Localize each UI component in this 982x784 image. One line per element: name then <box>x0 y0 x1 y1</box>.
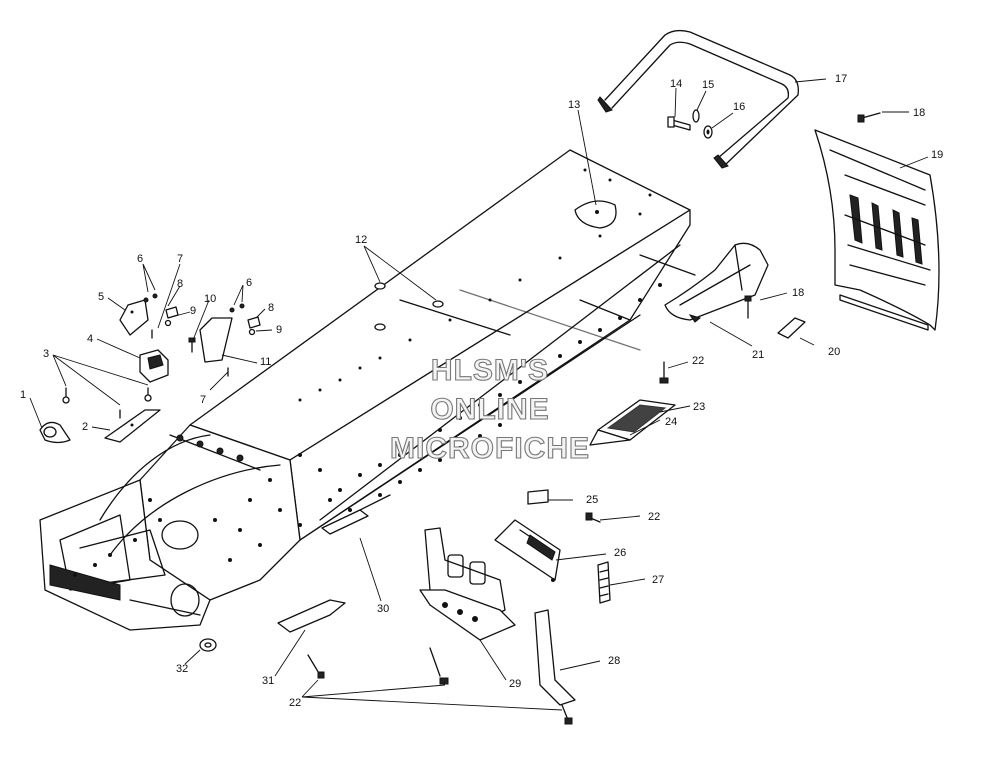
callout-1: 1 <box>20 389 26 401</box>
callout-19: 19 <box>931 149 943 161</box>
callout-22b: 22 <box>648 511 660 523</box>
rear-bumper-17 <box>597 29 799 169</box>
callout-21: 21 <box>752 349 764 361</box>
bracket-2 <box>104 409 161 443</box>
callout-18a: 18 <box>913 107 925 119</box>
nut-16 <box>703 125 713 139</box>
footrest-23-24 <box>589 399 676 446</box>
callout-22a: 22 <box>692 355 704 367</box>
callout-29: 29 <box>509 678 521 690</box>
bushing-32 <box>199 638 217 652</box>
callout-10: 10 <box>204 293 216 305</box>
bolts-22 <box>307 361 669 725</box>
snow-flap-19 <box>814 129 940 331</box>
bolt-10 <box>188 337 196 353</box>
strip-20 <box>777 317 806 339</box>
callout-5: 5 <box>98 291 104 303</box>
callout-12: 12 <box>355 234 367 246</box>
callout-6a: 6 <box>137 253 143 265</box>
callout-17: 17 <box>835 73 847 85</box>
callout-30: 30 <box>377 603 389 615</box>
clamp-1 <box>39 421 71 444</box>
washer-15 <box>692 109 700 123</box>
crossmember-30 <box>321 494 391 535</box>
grip-27 <box>597 561 611 604</box>
label-25 <box>527 489 549 505</box>
callout-8b: 8 <box>268 302 274 314</box>
callout-26: 26 <box>614 547 626 559</box>
bracket-29 <box>419 527 516 641</box>
fasteners-3 <box>62 387 152 419</box>
callout-4: 4 <box>87 333 93 345</box>
callout-16: 16 <box>733 101 745 113</box>
rivet-pattern <box>73 168 662 577</box>
callout-28: 28 <box>608 655 620 667</box>
callout-9b: 9 <box>276 324 282 336</box>
bracket-21 <box>664 242 769 323</box>
watermark-line-1: HLSM'S <box>431 354 549 387</box>
callout-7b: 7 <box>200 394 206 406</box>
bracket-5 <box>119 299 149 336</box>
callout-2: 2 <box>82 421 88 433</box>
callout-11: 11 <box>260 356 271 368</box>
bolt-14 <box>667 116 691 131</box>
bracket-26 <box>494 519 561 582</box>
callout-27: 27 <box>652 574 664 586</box>
pin-18-upper <box>857 112 881 123</box>
callout-23: 23 <box>693 401 705 413</box>
callout-25: 25 <box>586 494 598 506</box>
callout-6b: 6 <box>246 277 252 289</box>
callout-18b: 18 <box>792 287 804 299</box>
leader-lines <box>29 78 929 711</box>
callout-13: 13 <box>568 99 580 111</box>
plates-8 <box>165 306 261 329</box>
skid-plate-31 <box>277 599 346 633</box>
watermark-line-3: MICROFICHE <box>390 432 590 465</box>
callout-3: 3 <box>43 348 49 360</box>
callout-22c: 22 <box>289 697 301 709</box>
callout-9a: 9 <box>190 305 196 317</box>
callout-numbers: 1 2 3 4 5 6 7 8 9 10 6 8 9 11 7 12 13 14… <box>20 73 943 709</box>
deck-plugs-12 <box>374 282 444 331</box>
nuts-9 <box>164 319 256 336</box>
callout-15: 15 <box>702 79 714 91</box>
callout-8a: 8 <box>177 278 183 290</box>
callout-7a: 7 <box>177 253 183 265</box>
callout-14: 14 <box>670 78 682 90</box>
bracket-11 <box>199 317 233 363</box>
callout-31: 31 <box>262 675 274 687</box>
rail-28 <box>534 609 576 706</box>
pin-18-lower <box>744 295 752 319</box>
watermark-line-2: ONLINE <box>430 393 549 426</box>
callout-24: 24 <box>665 416 677 428</box>
callout-32: 32 <box>176 663 188 675</box>
callout-20: 20 <box>828 346 840 358</box>
block-4 <box>139 349 169 383</box>
watermark: HLSM'S ONLINE MICROFICHE <box>389 353 590 465</box>
screws-6 <box>143 293 245 313</box>
